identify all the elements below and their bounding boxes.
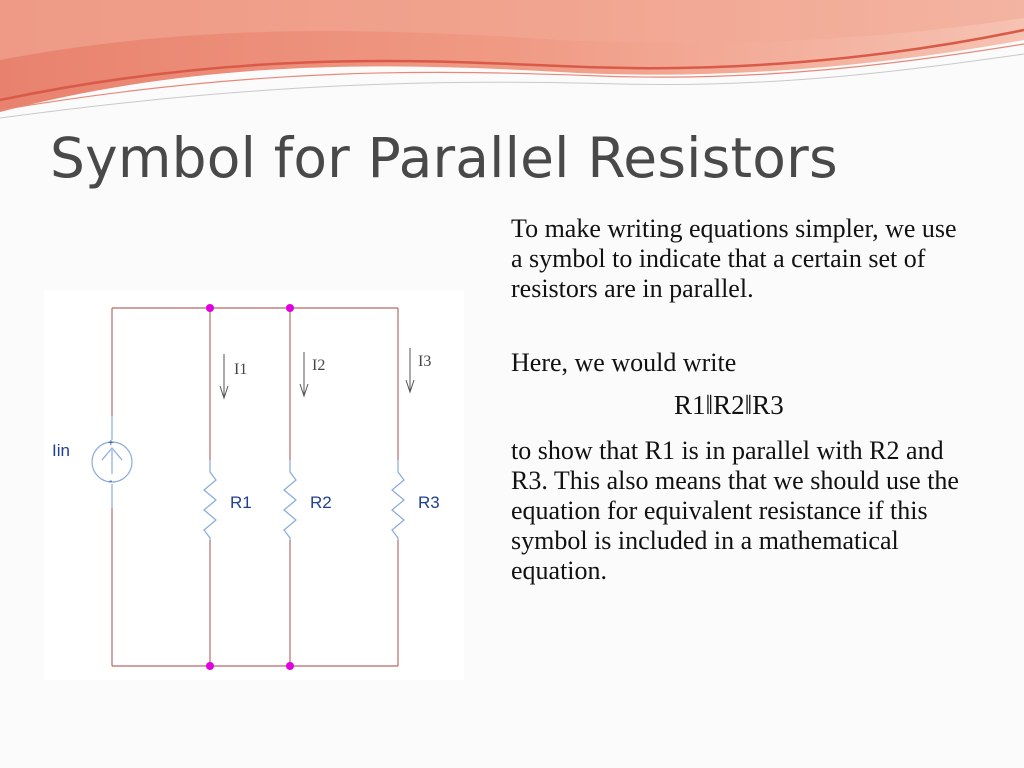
current-source-icon [91,416,133,508]
current-label-i2: I2 [312,357,325,374]
node-dot [206,304,214,312]
resistor-r2-icon [283,460,297,540]
slide-title: Symbol for Parallel Resistors [50,126,838,190]
node-dot [206,662,214,670]
node-dot [286,662,294,670]
current-arrow-i3-icon [405,348,415,394]
resistor-r3-label: R3 [418,493,440,512]
slide-body: To make writing equations simpler, we us… [511,214,971,586]
source-minus-sign: - [109,476,112,487]
explanation-paragraph: to show that R1 is in parallel with R2 a… [511,436,959,585]
header-swoosh-decoration [0,0,1024,119]
circuit-wires [111,307,399,667]
resistor-r3-icon [391,460,405,540]
current-label-i3: I3 [418,353,431,370]
parallel-equation: R1‖R2‖R3 [674,390,784,420]
here-paragraph: Here, we would write [511,348,737,377]
node-dot [286,304,294,312]
current-arrow-i2-icon [299,352,309,398]
current-label-i1: I1 [234,361,247,378]
resistor-r1-label: R1 [230,493,252,512]
parallel-circuit-diagram: + - Iin R1 R2 R3 I1 I2 I3 [44,290,464,680]
circuit-nodes [206,304,294,670]
intro-paragraph: To make writing equations simpler, we us… [511,214,957,303]
resistor-r1-icon [203,460,217,540]
source-label: Iin [52,441,70,460]
current-arrow-i1-icon [219,354,229,400]
source-plus-sign: + [108,438,114,449]
resistor-r2-label: R2 [310,493,332,512]
